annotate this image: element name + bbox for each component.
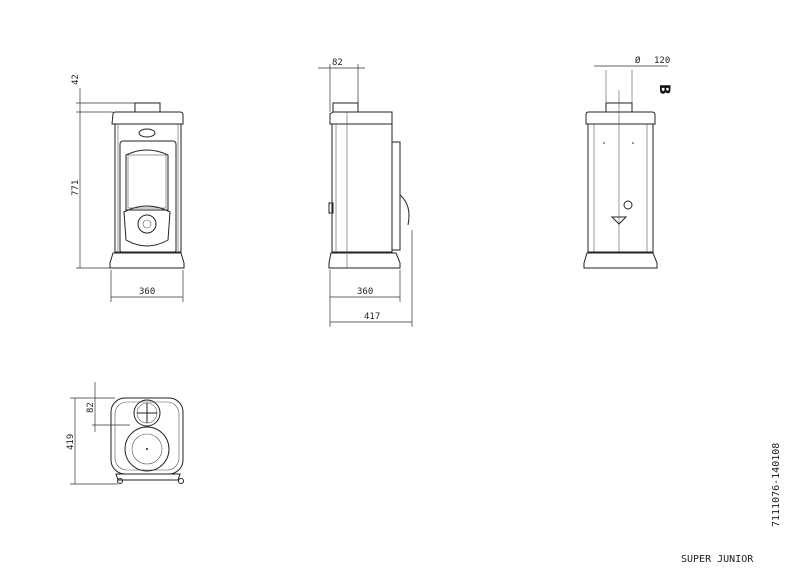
side-flue-offset-label: 82: [332, 58, 343, 68]
front-flue-height-label: 42: [71, 74, 81, 85]
flue-diameter-label: 120: [654, 56, 670, 66]
flue-diameter-symbol: Ø: [635, 55, 641, 66]
top-flue-offset-label: 82: [86, 402, 96, 413]
back-dimensions: Ø 120 B: [594, 55, 672, 95]
side-view: [328, 102, 410, 269]
side-width-label: 360: [357, 287, 373, 297]
front-body-height-label: 771: [71, 180, 81, 196]
side-dimensions: 82 360 417: [318, 58, 413, 327]
back-view: [583, 70, 658, 269]
front-width-label: 360: [139, 287, 155, 297]
drawing-code: 7111076-140108: [771, 443, 782, 527]
front-dimensions: 42 771 360: [71, 74, 184, 302]
top-view: [110, 397, 184, 484]
view-marker-b: B: [656, 84, 672, 95]
side-depth-label: 417: [364, 312, 380, 322]
top-dimensions: 82 419: [66, 382, 130, 485]
model-name: SUPER JUNIOR: [681, 554, 754, 565]
top-depth-label: 419: [66, 434, 76, 450]
front-view: [109, 102, 185, 269]
